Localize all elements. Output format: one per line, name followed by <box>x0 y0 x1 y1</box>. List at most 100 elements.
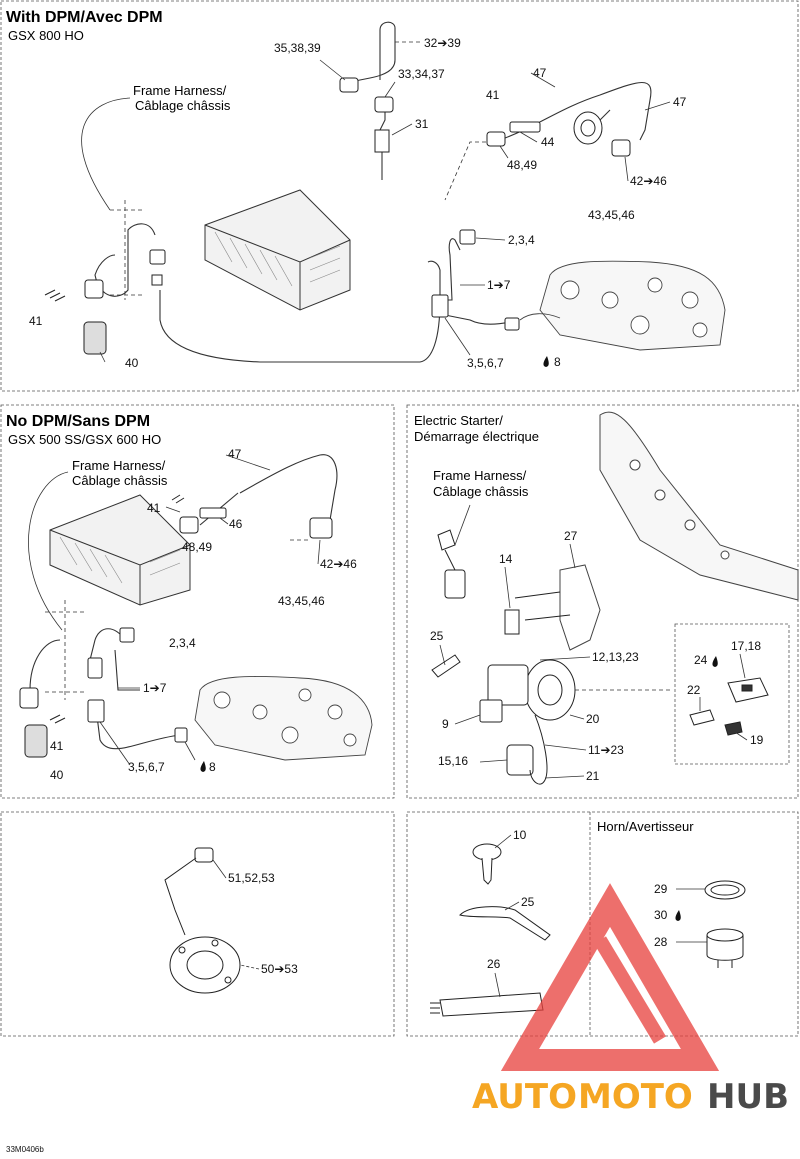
starter-frame-harness-leader <box>454 504 471 546</box>
starter-callout-20: 20 <box>586 712 600 726</box>
dpm-connector-c <box>84 279 104 299</box>
dpm-connectors <box>44 77 631 355</box>
panel-nodpm-model: GSX 500 SS/GSX 600 HO <box>8 432 161 447</box>
starter-callout-19: 19 <box>750 733 764 747</box>
starter-parts <box>431 529 576 785</box>
starter-solenoid <box>487 664 529 706</box>
starter-title-fr: Démarrage électrique <box>414 429 539 444</box>
starter-callout-25: 25 <box>430 629 444 643</box>
dpm-connector-2 <box>459 229 476 245</box>
nodpm-callout-41b: 41 <box>50 739 64 753</box>
dpm-callout-42: 42➔46 <box>630 174 667 188</box>
nodpm-cap-40 <box>24 724 48 758</box>
starter-callout-9: 9 <box>442 717 449 731</box>
watermark-text-moto: MOTO <box>578 1077 693 1117</box>
starter-callout-15: 15,16 <box>438 754 468 768</box>
starter-connector-15 <box>506 744 534 776</box>
horn-ring-29-inner <box>710 884 740 896</box>
dpm-connector-5 <box>504 317 520 331</box>
horn-callout-29: 29 <box>654 882 668 896</box>
starter-callout-11: 11➔23 <box>588 743 624 757</box>
hardware-screw-10-shank <box>481 857 493 885</box>
dpm-callouts: 35,38,39 32➔39 33,34,37 31 47 41 44 48,4… <box>29 36 687 370</box>
nodpm-callout-42: 42➔46 <box>320 557 357 571</box>
nodpm-callout-8: 8 <box>209 760 216 774</box>
sensor-connector-51 <box>194 847 214 863</box>
dpm-callout-8: 8 <box>554 355 561 369</box>
starter-callout-12: 12,13,23 <box>592 650 639 664</box>
nodpm-cut-markers <box>45 539 310 700</box>
starter-tie-25 <box>431 654 461 678</box>
hardware-leaders <box>494 834 520 998</box>
starter-frame-bracket <box>599 411 799 601</box>
dpm-engine <box>519 260 726 351</box>
horn-callout-30: 30 <box>654 908 668 922</box>
starter-fuse-19 <box>724 721 743 736</box>
dpm-callout-40: 40 <box>125 356 139 370</box>
panel-dpm-border <box>0 0 799 392</box>
starter-callout-22: 22 <box>687 683 701 697</box>
panel-starter-inset <box>674 623 790 765</box>
starter-grease-icon <box>712 656 718 667</box>
nodpm-callout-43: 43,45,46 <box>278 594 325 608</box>
panel-dpm-model: GSX 800 HO <box>8 28 84 43</box>
nodpm-leaders <box>99 454 321 766</box>
dpm-connector-a <box>149 249 166 265</box>
nodpm-ecu-module <box>49 494 191 606</box>
nodpm-frame-harness-leader <box>28 471 69 631</box>
panel-nodpm: No DPM/Sans DPM GSX 500 SS/GSX 600 HO Fr… <box>6 413 373 782</box>
dpm-connector-48 <box>486 131 506 147</box>
dpm-connector-35 <box>339 77 359 93</box>
dpm-callout-41a: 41 <box>486 88 500 102</box>
hardware-tie-25 <box>459 906 551 941</box>
panel-hardware: 10 25 26 <box>430 828 551 1017</box>
panel-horn: Horn/Avertisseur 29 30 28 <box>597 819 746 968</box>
nodpm-connector-c <box>87 657 103 679</box>
dpm-connector-3 <box>431 294 449 318</box>
horn-callout-28: 28 <box>654 935 668 949</box>
watermark-logo <box>500 883 720 1071</box>
starter-relay-14 <box>504 609 520 635</box>
horn-parts <box>704 880 746 968</box>
nodpm-callout-47: 47 <box>228 447 242 461</box>
starter-bracket-27 <box>559 564 601 651</box>
starter-callouts: 27 14 25 12,13,23 9 20 15,16 11➔23 21 17… <box>430 529 764 783</box>
sensor-callout-51: 51,52,53 <box>228 871 275 885</box>
horn-title: Horn/Avertisseur <box>597 819 694 834</box>
dpm-callout-43: 43,45,46 <box>588 208 635 222</box>
starter-part-9 <box>479 699 503 723</box>
starter-fuse-22 <box>689 709 715 726</box>
dpm-solenoid-47-core <box>580 119 596 137</box>
nodpm-callout-40: 40 <box>50 768 64 782</box>
starter-fuse-slot <box>741 684 753 692</box>
starter-cable-21 <box>529 714 548 785</box>
nodpm-callouts: 47 41 46 48,49 42➔46 43,45,46 2,3,4 1➔7 … <box>50 447 357 782</box>
dpm-callout-3: 3,5,6,7 <box>467 356 504 370</box>
dpm-callout-1: 1➔7 <box>487 278 511 292</box>
starter-callout-17: 17,18 <box>731 639 761 653</box>
starter-callout-27: 27 <box>564 529 578 543</box>
starter-callout-24: 24 <box>694 653 708 667</box>
sensor-leaders <box>212 859 260 970</box>
dpm-callout-48: 48,49 <box>507 158 537 172</box>
starter-motor-core <box>537 674 563 706</box>
horn-top-28 <box>706 928 744 942</box>
nodpm-callout-46: 46 <box>229 517 243 531</box>
dpm-terminals-41 <box>44 289 66 302</box>
dpm-callout-31: 31 <box>415 117 429 131</box>
nodpm-connector-2 <box>119 627 135 643</box>
dpm-cap-40 <box>83 321 107 355</box>
dpm-callout-33: 33,34,37 <box>398 67 445 81</box>
watermark-triangle <box>500 883 720 1071</box>
nodpm-connector-42 <box>309 517 333 539</box>
nodpm-connectors <box>19 494 333 758</box>
hardware-parts <box>430 843 551 1017</box>
nodpm-callout-48: 48,49 <box>182 540 212 554</box>
dpm-callout-35: 35,38,39 <box>274 41 321 55</box>
dpm-connector-33 <box>374 96 394 113</box>
sensor-parts <box>164 847 241 994</box>
starter-frame-harness-label-en: Frame Harness/ <box>433 468 527 483</box>
hardware-connector-26 <box>439 992 544 1017</box>
